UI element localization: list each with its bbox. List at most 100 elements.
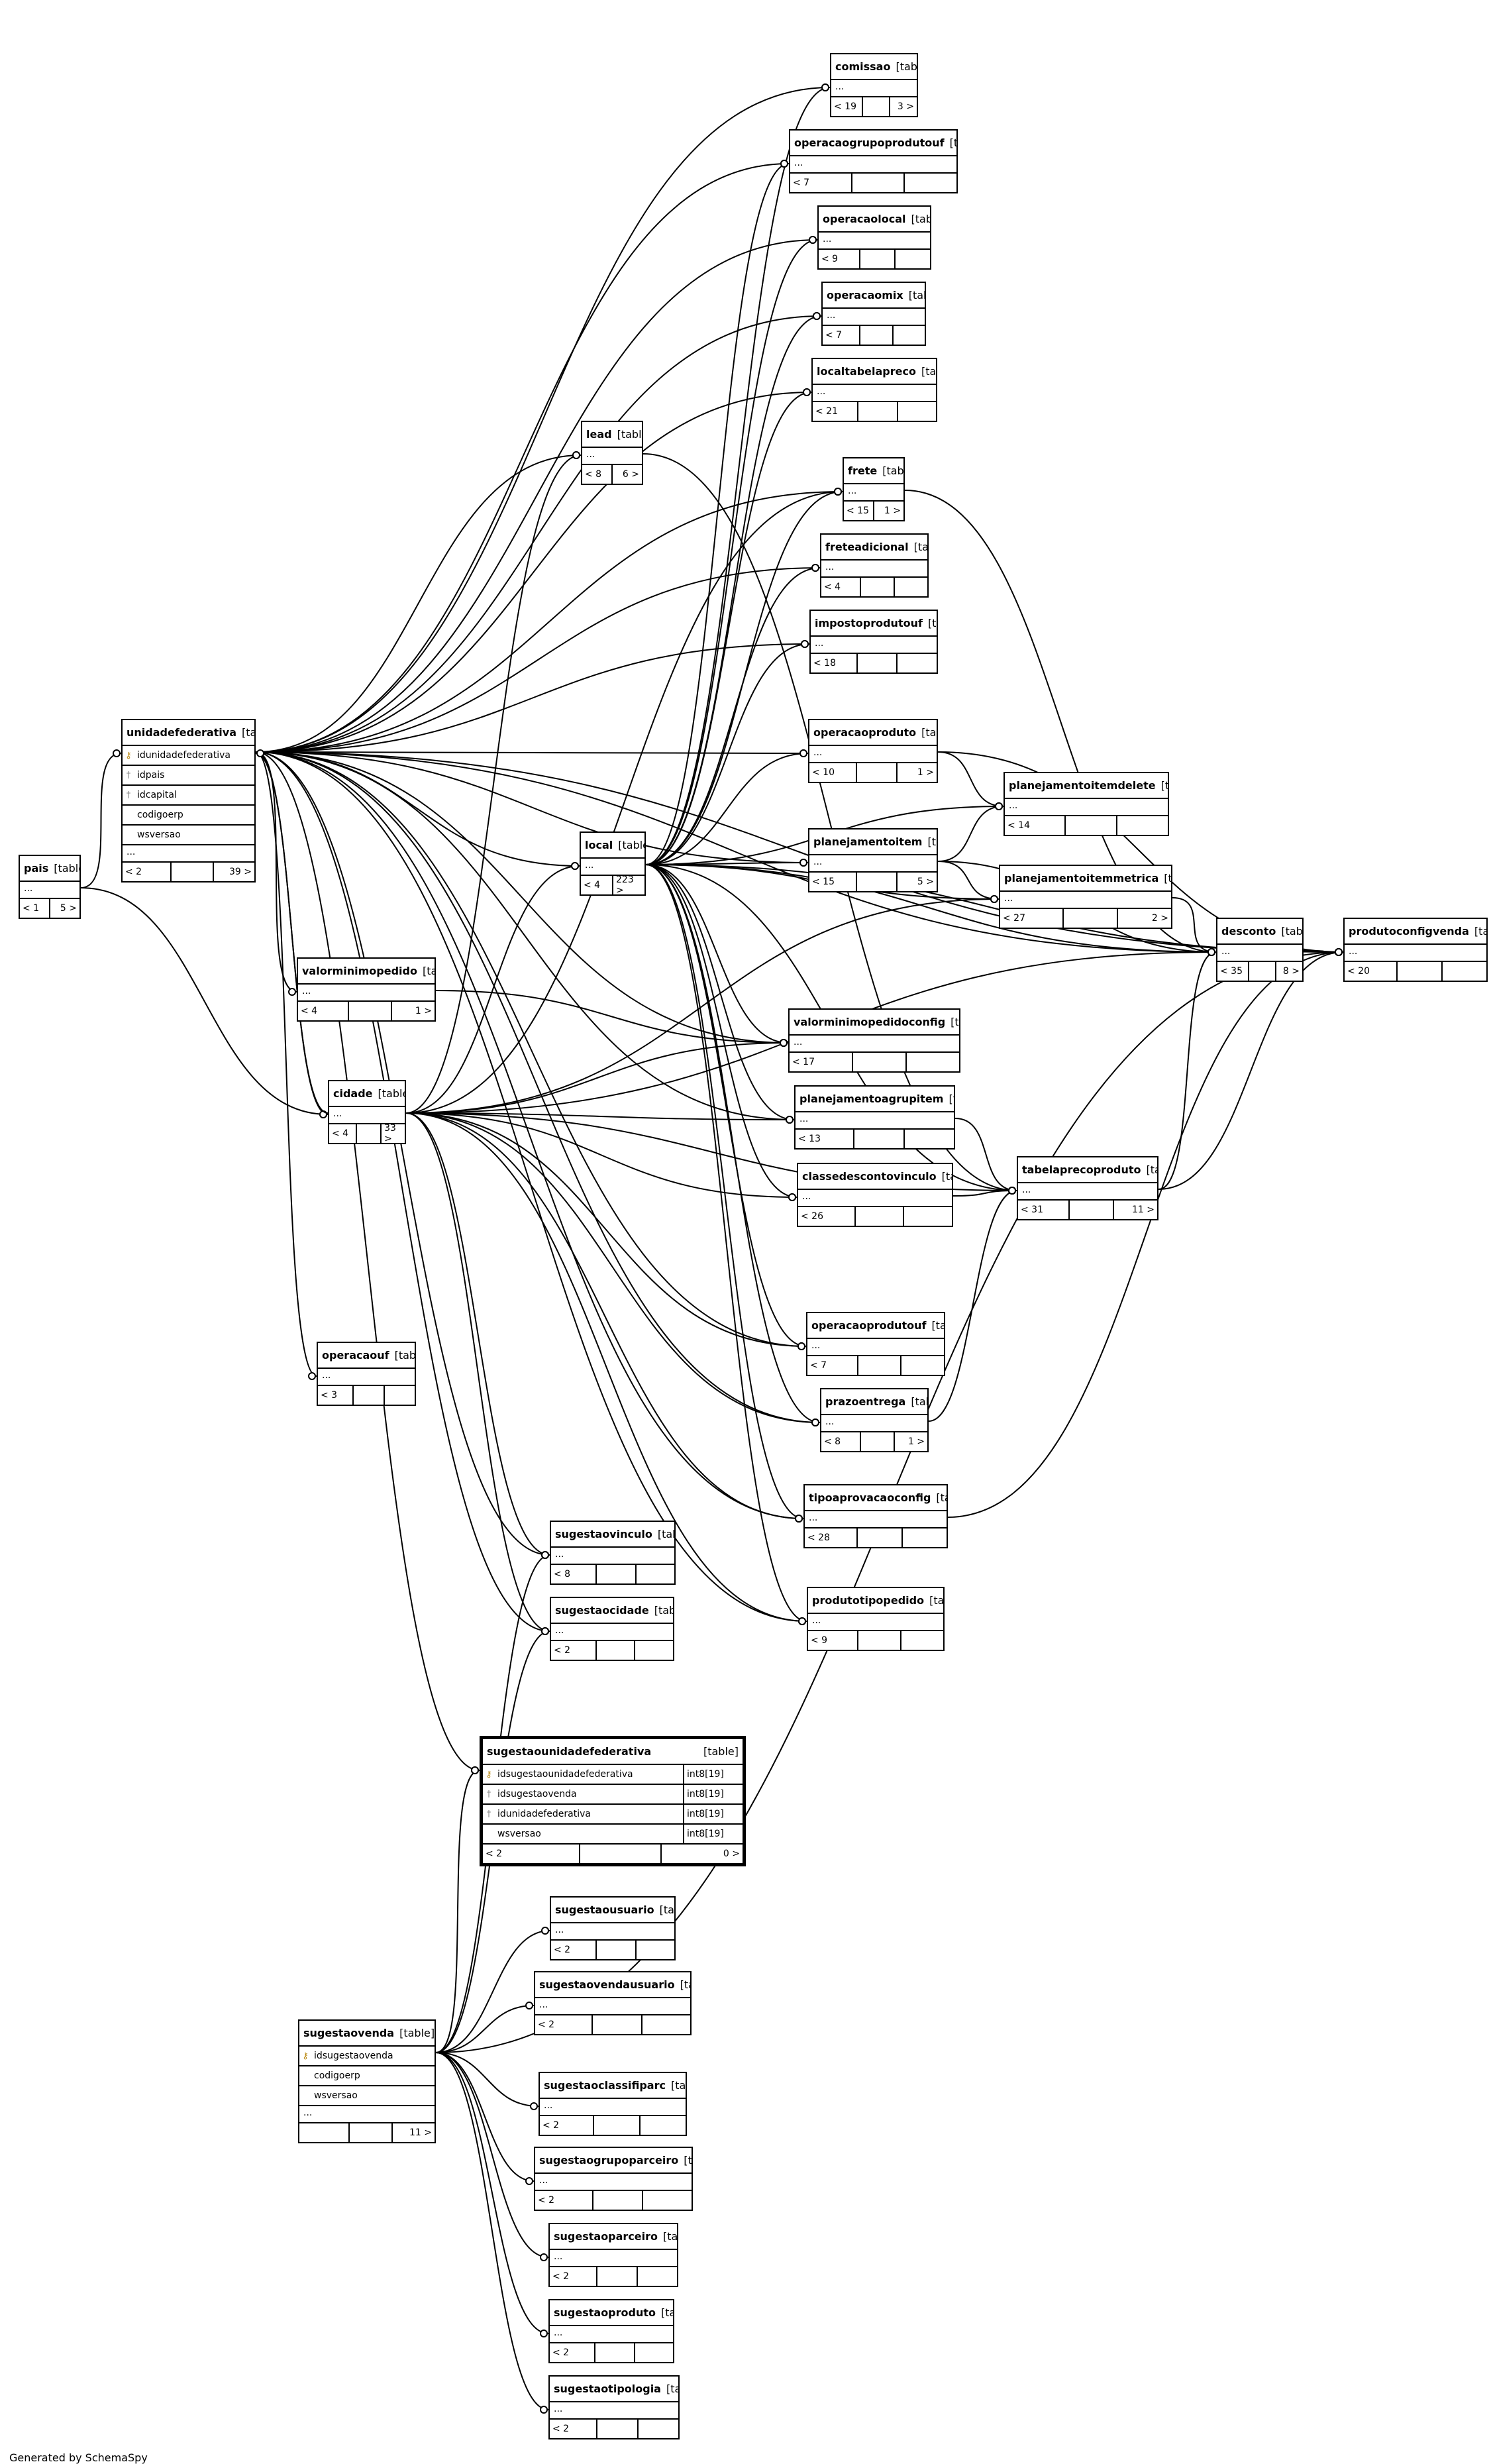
relationship-operacaoproduto-planejamentoitemdelete	[937, 751, 1004, 807]
table-sugestaoparceiro[interactable]: sugestaoparceiro[table]...< 2	[548, 2223, 678, 2287]
child-count	[637, 1565, 674, 1583]
parent-count: < 9	[819, 250, 860, 268]
footer-cell	[858, 654, 898, 672]
table-classedescontovinculo[interactable]: classedescontovinculo[table]...< 26	[797, 1163, 953, 1227]
relationship-prazoentrega-tabelaprecoproduto	[928, 1190, 1017, 1422]
table-name: sugestaoparceiro	[554, 2230, 658, 2243]
cardinality-marker	[809, 236, 817, 244]
table-prazoentrega[interactable]: prazoentrega[table]...< 81 >	[820, 1388, 929, 1452]
footer-cell	[597, 2267, 638, 2286]
table-name: produtoconfigvenda	[1349, 925, 1469, 937]
table-operacaogrupoprodutouf[interactable]: operacaogrupoprodutouf[table]...< 7	[789, 129, 958, 193]
table-unidadefederativa[interactable]: unidadefederativa[table]⚷idunidadefedera…	[121, 719, 256, 883]
more-columns: ...	[550, 2402, 678, 2420]
table-sugestaovinculo[interactable]: sugestaovinculo[table]...< 8	[550, 1521, 676, 1585]
table-sugestaotipologia[interactable]: sugestaotipologia[table]...< 2	[548, 2375, 680, 2439]
table-operacaolocal[interactable]: operacaolocal[table]...< 9	[817, 205, 931, 270]
table-sugestaovendausuario[interactable]: sugestaovendausuario[table]...< 2	[534, 1971, 692, 2035]
table-kind: [table]	[659, 1903, 674, 1916]
table-produtotipopedido[interactable]: produtotipopedido[table]...< 9	[807, 1587, 945, 1651]
child-count	[903, 1528, 947, 1547]
table-name: freteadicional	[825, 541, 909, 553]
relationship-planejamentoitemmetrica-desconto	[1172, 897, 1217, 953]
table-sugestaoproduto[interactable]: sugestaoproduto[table]...< 2	[548, 2299, 674, 2363]
table-frete[interactable]: frete[table]...< 151 >	[843, 457, 905, 521]
table-operacaomix[interactable]: operacaomix[table]...< 7	[821, 282, 926, 346]
table-footer: < 8	[551, 1565, 674, 1583]
more-columns: ...	[821, 561, 927, 578]
column-name: codigoerp	[314, 2070, 360, 2081]
relationship-sugestaovenda-sugestaounidadefederativa	[435, 1770, 480, 2053]
table-header: valorminimopedido[table]	[298, 959, 435, 985]
table-valorminimopedido[interactable]: valorminimopedido[table]...< 41 >	[297, 957, 436, 1022]
child-count: 0 >	[723, 1848, 740, 1859]
table-header: sugestaovendausuario[table]	[535, 1972, 690, 1998]
parent-count: < 2	[535, 2191, 593, 2210]
more-columns: ...	[796, 1112, 954, 1130]
table-sugestaogrupoparceiro[interactable]: sugestaogrupoparceiro[table]...< 2	[534, 2147, 693, 2211]
table-freteadicional[interactable]: freteadicional[table]...< 4	[820, 533, 929, 598]
cardinality-marker	[798, 1617, 806, 1625]
relationship-unidadefederativa-operacaouf	[255, 751, 317, 1377]
more-columns: ...	[540, 2099, 686, 2116]
relationship-tabelaprecoproduto-desconto	[1158, 951, 1217, 1190]
more-columns: ...	[535, 2174, 692, 2191]
table-tipoaprovacaoconfig[interactable]: tipoaprovacaoconfig[table]...< 28	[803, 1484, 948, 1548]
table-kind: [table]	[941, 1170, 952, 1183]
table-name: pais	[24, 862, 49, 875]
cardinality-marker	[834, 488, 842, 496]
cardinality-marker	[803, 388, 811, 396]
table-cidade[interactable]: cidade[table]...< 433 >	[328, 1080, 406, 1144]
table-pais[interactable]: pais[table]...< 15 >	[19, 855, 81, 919]
table-header: freteadicional[table]	[821, 535, 927, 561]
more-columns: ...	[807, 1339, 944, 1356]
parent-count: < 4	[329, 1124, 358, 1143]
child-count: 5 >	[60, 903, 77, 914]
table-localtabelapreco[interactable]: localtabelapreco[table]...< 21	[811, 358, 937, 422]
parent-count: < 2	[550, 2343, 596, 2362]
table-impostoprodutouf[interactable]: impostoprodutouf[table]...< 18	[809, 610, 938, 674]
more-columns: ...	[298, 985, 435, 1002]
table-valorminimopedidoconfig[interactable]: valorminimopedidoconfig[table]...< 17	[788, 1008, 960, 1073]
more-columns: ...	[809, 855, 937, 873]
table-planejamentoitemdelete[interactable]: planejamentoitemdelete[table]...< 14	[1003, 772, 1169, 836]
table-sugestaousuario[interactable]: sugestaousuario[table]...< 2	[550, 1896, 676, 1960]
table-header: prazoentrega[table]	[821, 1389, 927, 1415]
table-sugestaoclassifiparc[interactable]: sugestaoclassifiparc[table]...< 2	[539, 2072, 687, 2136]
footer-cell	[354, 1386, 386, 1405]
table-name: valorminimopedido	[302, 965, 417, 977]
relationship-unidadefederativa-tipoaprovacaoconfig	[255, 751, 804, 1519]
table-planejamentoitemmetrica[interactable]: planejamentoitemmetrica[table]...< 272 >	[999, 865, 1172, 929]
footer-cell	[172, 863, 214, 881]
table-operacaouf[interactable]: operacaouf[table]...< 3	[317, 1342, 416, 1406]
table-produtoconfigvenda[interactable]: produtoconfigvenda[table]...< 20	[1343, 918, 1488, 982]
more-columns: ...	[551, 1923, 674, 1941]
table-header: pais[table]	[20, 856, 79, 882]
table-kind: [table]	[882, 464, 903, 477]
table-operacaoproduto[interactable]: operacaoproduto[table]...< 101 >	[808, 719, 938, 783]
table-sugestaocidade[interactable]: sugestaocidade[table]...< 2	[550, 1597, 674, 1661]
table-planejamentoitem[interactable]: planejamentoitem[table]...< 155 >	[808, 828, 938, 892]
table-comissao[interactable]: comissao[table]...< 193 >	[830, 53, 918, 117]
table-lead[interactable]: lead[table]...< 86 >	[581, 421, 643, 485]
table-sugestaounidadefederativa[interactable]: sugestaounidadefederativa[table]⚷idsuges…	[480, 1736, 746, 1866]
more-columns: ...	[844, 484, 903, 502]
footer-cell	[857, 873, 898, 891]
table-name: impostoprodutouf	[815, 617, 923, 629]
table-kind: [table]	[618, 839, 644, 851]
column-type: int8[19]	[683, 1805, 743, 1823]
parent-count: < 20	[1345, 962, 1398, 981]
table-kind: [table]	[921, 365, 936, 378]
column-name: idsugestaovenda	[314, 2051, 393, 2061]
table-operacaoprodutouf[interactable]: operacaoprodutouf[table]...< 7	[806, 1312, 945, 1376]
cardinality-marker	[541, 1551, 549, 1559]
table-desconto[interactable]: desconto[table]...< 358 >	[1216, 918, 1304, 982]
table-planejamentoagrupitem[interactable]: planejamentoagrupitem[table]...< 13	[794, 1085, 955, 1150]
foreign-key-icon: †	[126, 790, 131, 800]
table-name: sugestaocidade	[555, 1604, 649, 1617]
